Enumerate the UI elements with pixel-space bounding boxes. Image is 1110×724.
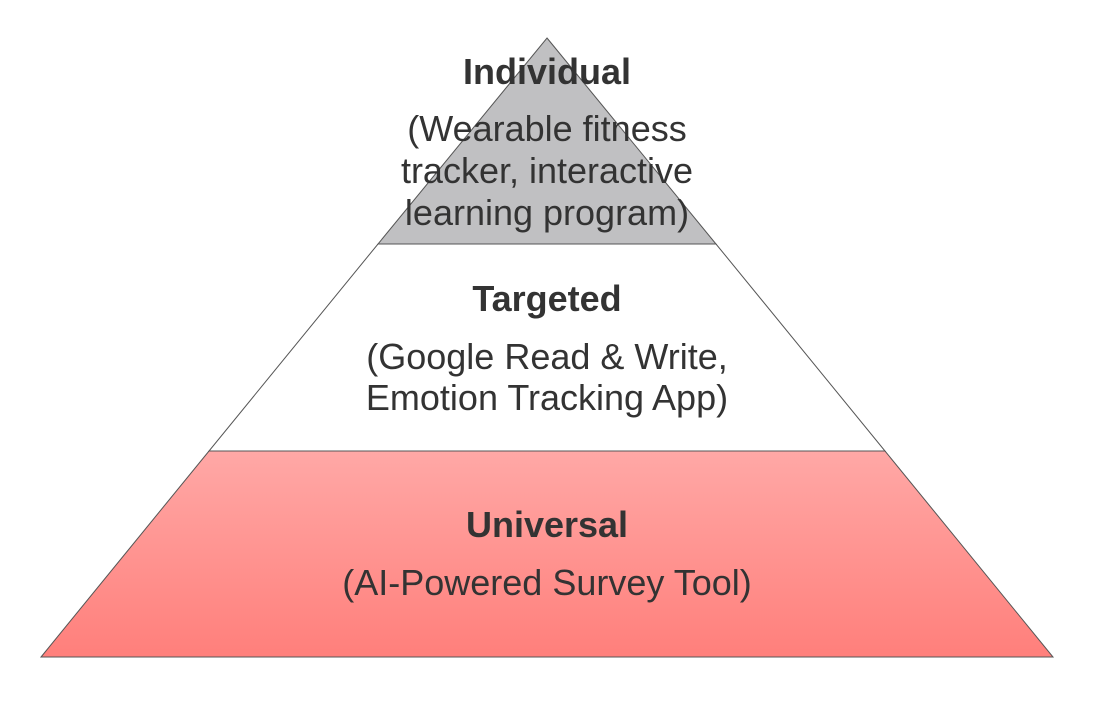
tier-targeted-desc-line-2: Emotion Tracking App) [366,377,728,418]
tier-universal-title: Universal [466,504,628,545]
tier-individual-desc-line-3: learning program) [405,192,689,233]
tier-individual-title: Individual [463,51,631,92]
tier-individual-desc-line-1: (Wearable fitness [407,108,686,149]
tier-targeted-title: Targeted [472,278,621,319]
tier-targeted-desc-line-1: (Google Read & Write, [366,336,728,377]
tier-individual-shape [376,37,718,245]
tier-universal-desc-line-1: (AI-Powered Survey Tool) [342,562,752,603]
tier-individual-desc-line-2: tracker, interactive [401,150,693,191]
tier-universal-shape [39,450,1055,658]
